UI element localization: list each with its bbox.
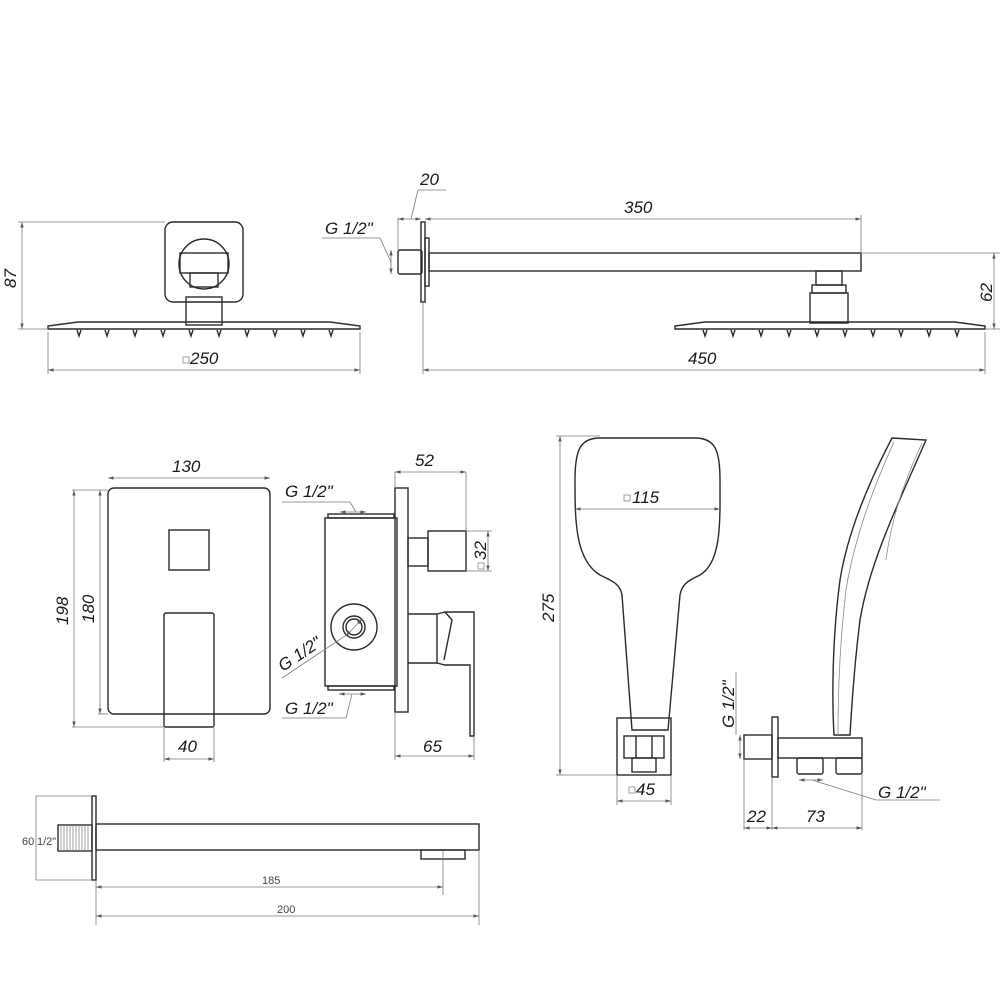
dim-198: 198 [53,596,72,625]
thread-label-holder-inlet: G 1/2" [719,679,738,728]
thread-label-top: G 1/2" [285,482,334,501]
nozzle-row [76,329,334,339]
dim-180: 180 [79,594,98,623]
overhead-shower-front-view: 87 250 [1,221,361,374]
dim-115: 115 [632,488,660,507]
dim-185: 185 [262,875,280,887]
dim-450: 450 [688,349,717,368]
dim-130: 130 [172,457,201,476]
dim-250: 250 [189,349,219,368]
dim-200: 200 [277,904,295,916]
spout-thread-label: 1/2" [37,836,56,848]
thread-label-arm: G 1/2" [325,219,374,238]
dim-350: 350 [624,198,653,217]
dim-45: 45 [636,780,655,799]
dim-20: 20 [419,170,439,189]
shower-arm-side-view: 20 350 G 1/2" 62 450 [322,170,1000,374]
thread-label-bottom: G 1/2" [285,699,334,718]
dim-52: 52 [415,451,434,470]
dim-73: 73 [806,807,825,826]
dim-22: 22 [746,807,766,826]
dim-87: 87 [1,269,20,288]
hand-shower-front-view: 115 275 45 [539,435,721,805]
dim-40: 40 [178,737,197,756]
dim-62: 62 [977,283,996,302]
mixer-side-view: 52 32 65 G 1/2" G 1/2" G 1/2" [275,451,492,760]
dim-60: 60 [22,836,34,848]
spout-side-view: 60 1/2" 185 200 [22,795,480,925]
thread-label-holder-outlet: G 1/2" [878,783,927,802]
mixer-front-view: 130 198 180 40 [53,457,271,762]
hand-shower-side-view: G 1/2" G 1/2" 22 73 [719,437,940,830]
dim-32: 32 [471,541,490,560]
dim-275: 275 [539,593,558,623]
dim-65: 65 [423,737,442,756]
